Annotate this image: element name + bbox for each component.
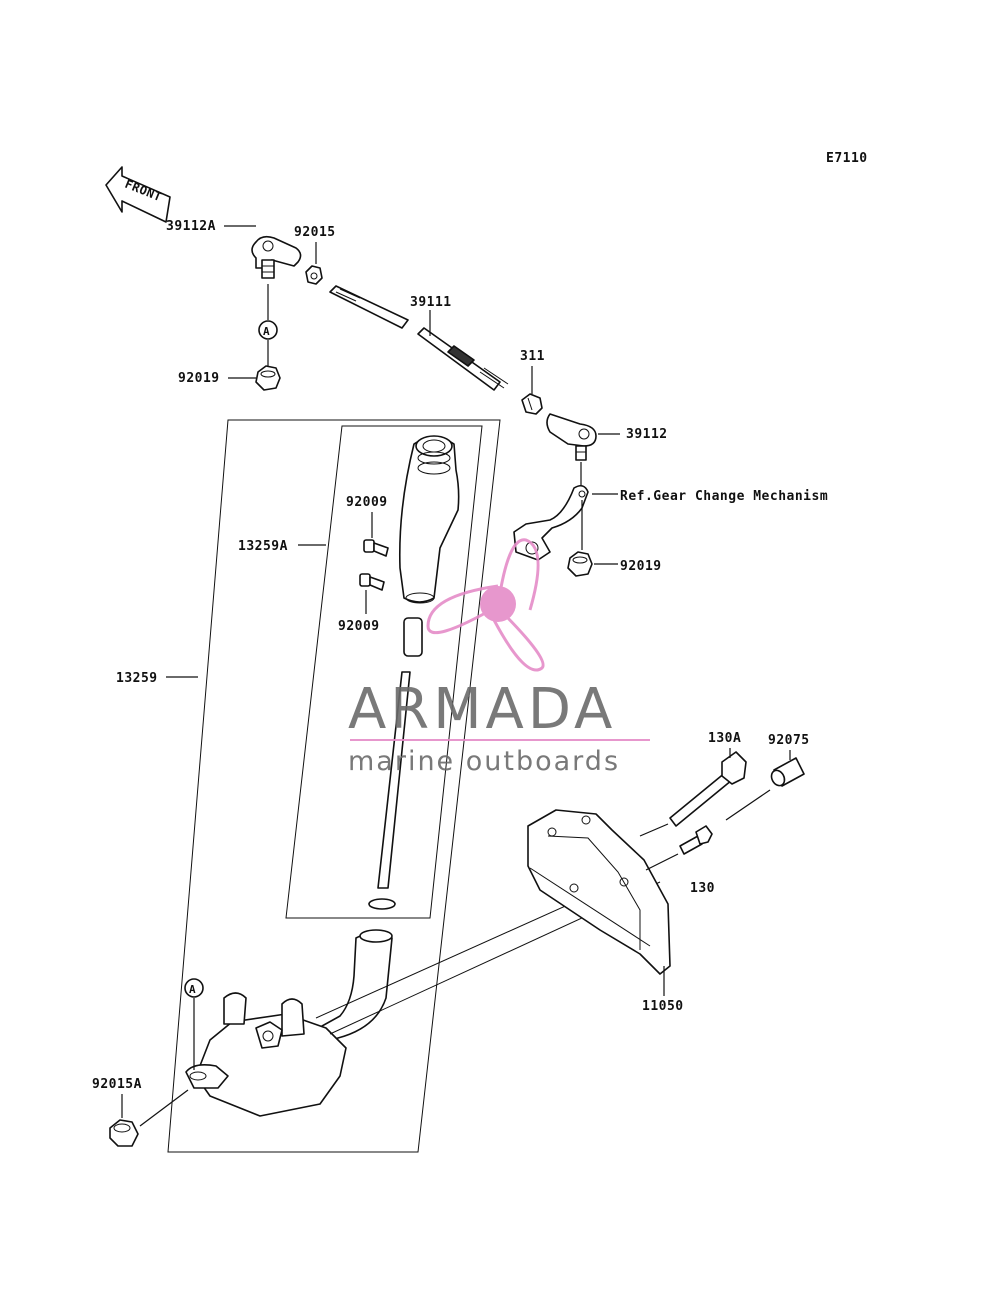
label-130A: 130A [708,731,741,746]
bracket-11050 [527,809,671,975]
label-13259A: 13259A [238,539,288,554]
label-92019-top: 92019 [178,371,220,386]
rod-39111 [329,285,509,391]
label-13259: 13259 [116,671,158,686]
label-92015: 92015 [294,225,336,240]
nut-92015A [109,1119,139,1147]
label-92009-a: 92009 [346,495,388,510]
gear-change-lever [513,484,589,561]
ball-joint-39112A [251,235,302,279]
marker-a-top-label: A [263,325,270,338]
brand-name: ARMADA [348,677,616,742]
nut-92015 [305,265,323,285]
grip-sleeve [403,617,423,657]
nut-311 [521,393,543,415]
marker-a-top [258,320,278,340]
label-92075: 92075 [768,733,810,748]
assembly-box-13259 [167,419,501,1153]
label-92009-b: 92009 [338,619,380,634]
diagram-code: E7110 [826,151,868,166]
bolt-130A [669,751,747,827]
marker-a-bottom-label: A [189,983,196,996]
label-92019-right: 92019 [620,559,662,574]
label-130: 130 [690,881,715,896]
label-ref-gear-change: Ref.Gear Change Mechanism [620,489,828,504]
marker-a-bottom [184,978,204,998]
label-311: 311 [520,349,545,364]
front-arrow-icon: FRONT [105,166,171,223]
propeller-icon [426,538,545,672]
screw-92009-b [359,573,385,591]
shift-body [185,929,393,1117]
assembly-box-13259A [285,425,483,919]
label-11050: 11050 [642,999,684,1014]
bolt-130 [679,825,713,855]
label-92015A: 92015A [92,1077,142,1092]
shift-grip [398,435,460,604]
collar-92075 [770,757,805,787]
shift-rod [368,671,411,910]
label-39111: 39111 [410,295,452,310]
label-39112: 39112 [626,427,668,442]
brand-tagline: marine outboards [348,746,620,777]
nut-92019-top [255,365,281,391]
label-39112A: 39112A [166,219,216,234]
screw-92009-a [363,539,389,557]
armada-logo: ARMADA marine outboards [348,538,650,777]
nut-92019-right [567,551,593,577]
ball-joint-39112 [546,413,597,461]
